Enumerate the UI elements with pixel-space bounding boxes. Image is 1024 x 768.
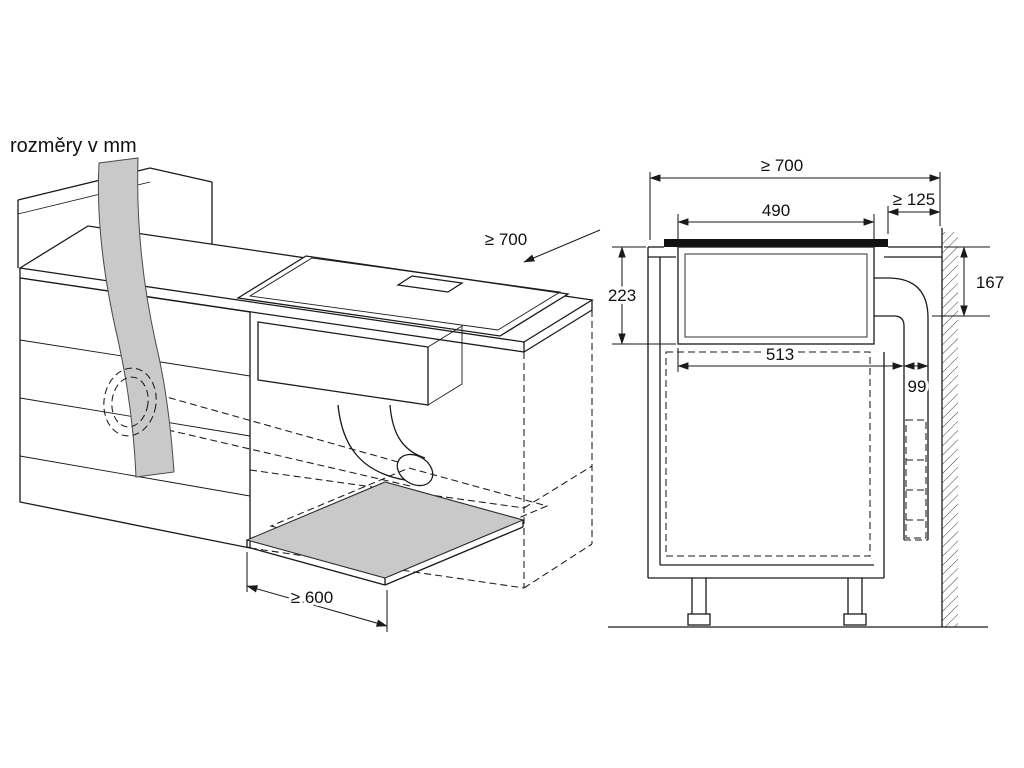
- plinth-diffuser: [905, 419, 927, 539]
- perspective-view: ≥ 700 ≥ 600: [17, 157, 601, 632]
- wall-duct: [874, 277, 929, 541]
- plenum-box: [257, 321, 463, 406]
- dim-cutout-width-label: 490: [762, 201, 790, 220]
- dim-unit-height: 223: [605, 246, 676, 345]
- worktop-section: [648, 246, 942, 258]
- dim-duct-width: 99: [903, 362, 929, 399]
- dim-cutout-width: 490: [677, 198, 875, 242]
- hob-section: [664, 239, 888, 345]
- dim-wall-clearance-label: ≥ 125: [893, 190, 935, 209]
- dim-depth-to-duct: 513: [677, 342, 904, 372]
- cabinet-section: [647, 247, 885, 579]
- dim-duct-drop: 167: [932, 246, 1007, 317]
- dim-depth-to-duct-label: 513: [766, 345, 794, 364]
- section-view: ≥ 700 ≥ 125 490 223 167: [605, 153, 1007, 628]
- hob-top: [236, 255, 570, 337]
- dim-niche-depth-label: ≥ 700: [761, 156, 803, 175]
- dim-wall-clearance: ≥ 125: [887, 187, 941, 234]
- bottom-shelf: [245, 467, 549, 586]
- dim-duct-width-label: 99: [908, 377, 927, 396]
- wall: [941, 228, 958, 627]
- flexible-duct-band: [97, 157, 175, 478]
- dim-worktop-depth-label: ≥ 700: [485, 230, 527, 249]
- dim-pullout-depth-label: ≥ 600: [291, 588, 333, 607]
- hob-glass: [664, 239, 888, 247]
- dim-niche-depth: ≥ 700: [649, 153, 941, 240]
- side-outlet: [103, 367, 157, 437]
- vent-slot: [396, 275, 464, 293]
- dim-pullout-depth: ≥ 600: [246, 552, 388, 632]
- drawing-title: rozměry v mm: [10, 135, 137, 157]
- dim-unit-height-label: 223: [608, 286, 636, 305]
- dim-duct-drop-label: 167: [976, 273, 1004, 292]
- cabinet-interior-hidden: [665, 351, 871, 557]
- cabinet-legs: [687, 578, 867, 626]
- dim-worktop-depth: ≥ 700: [482, 227, 601, 263]
